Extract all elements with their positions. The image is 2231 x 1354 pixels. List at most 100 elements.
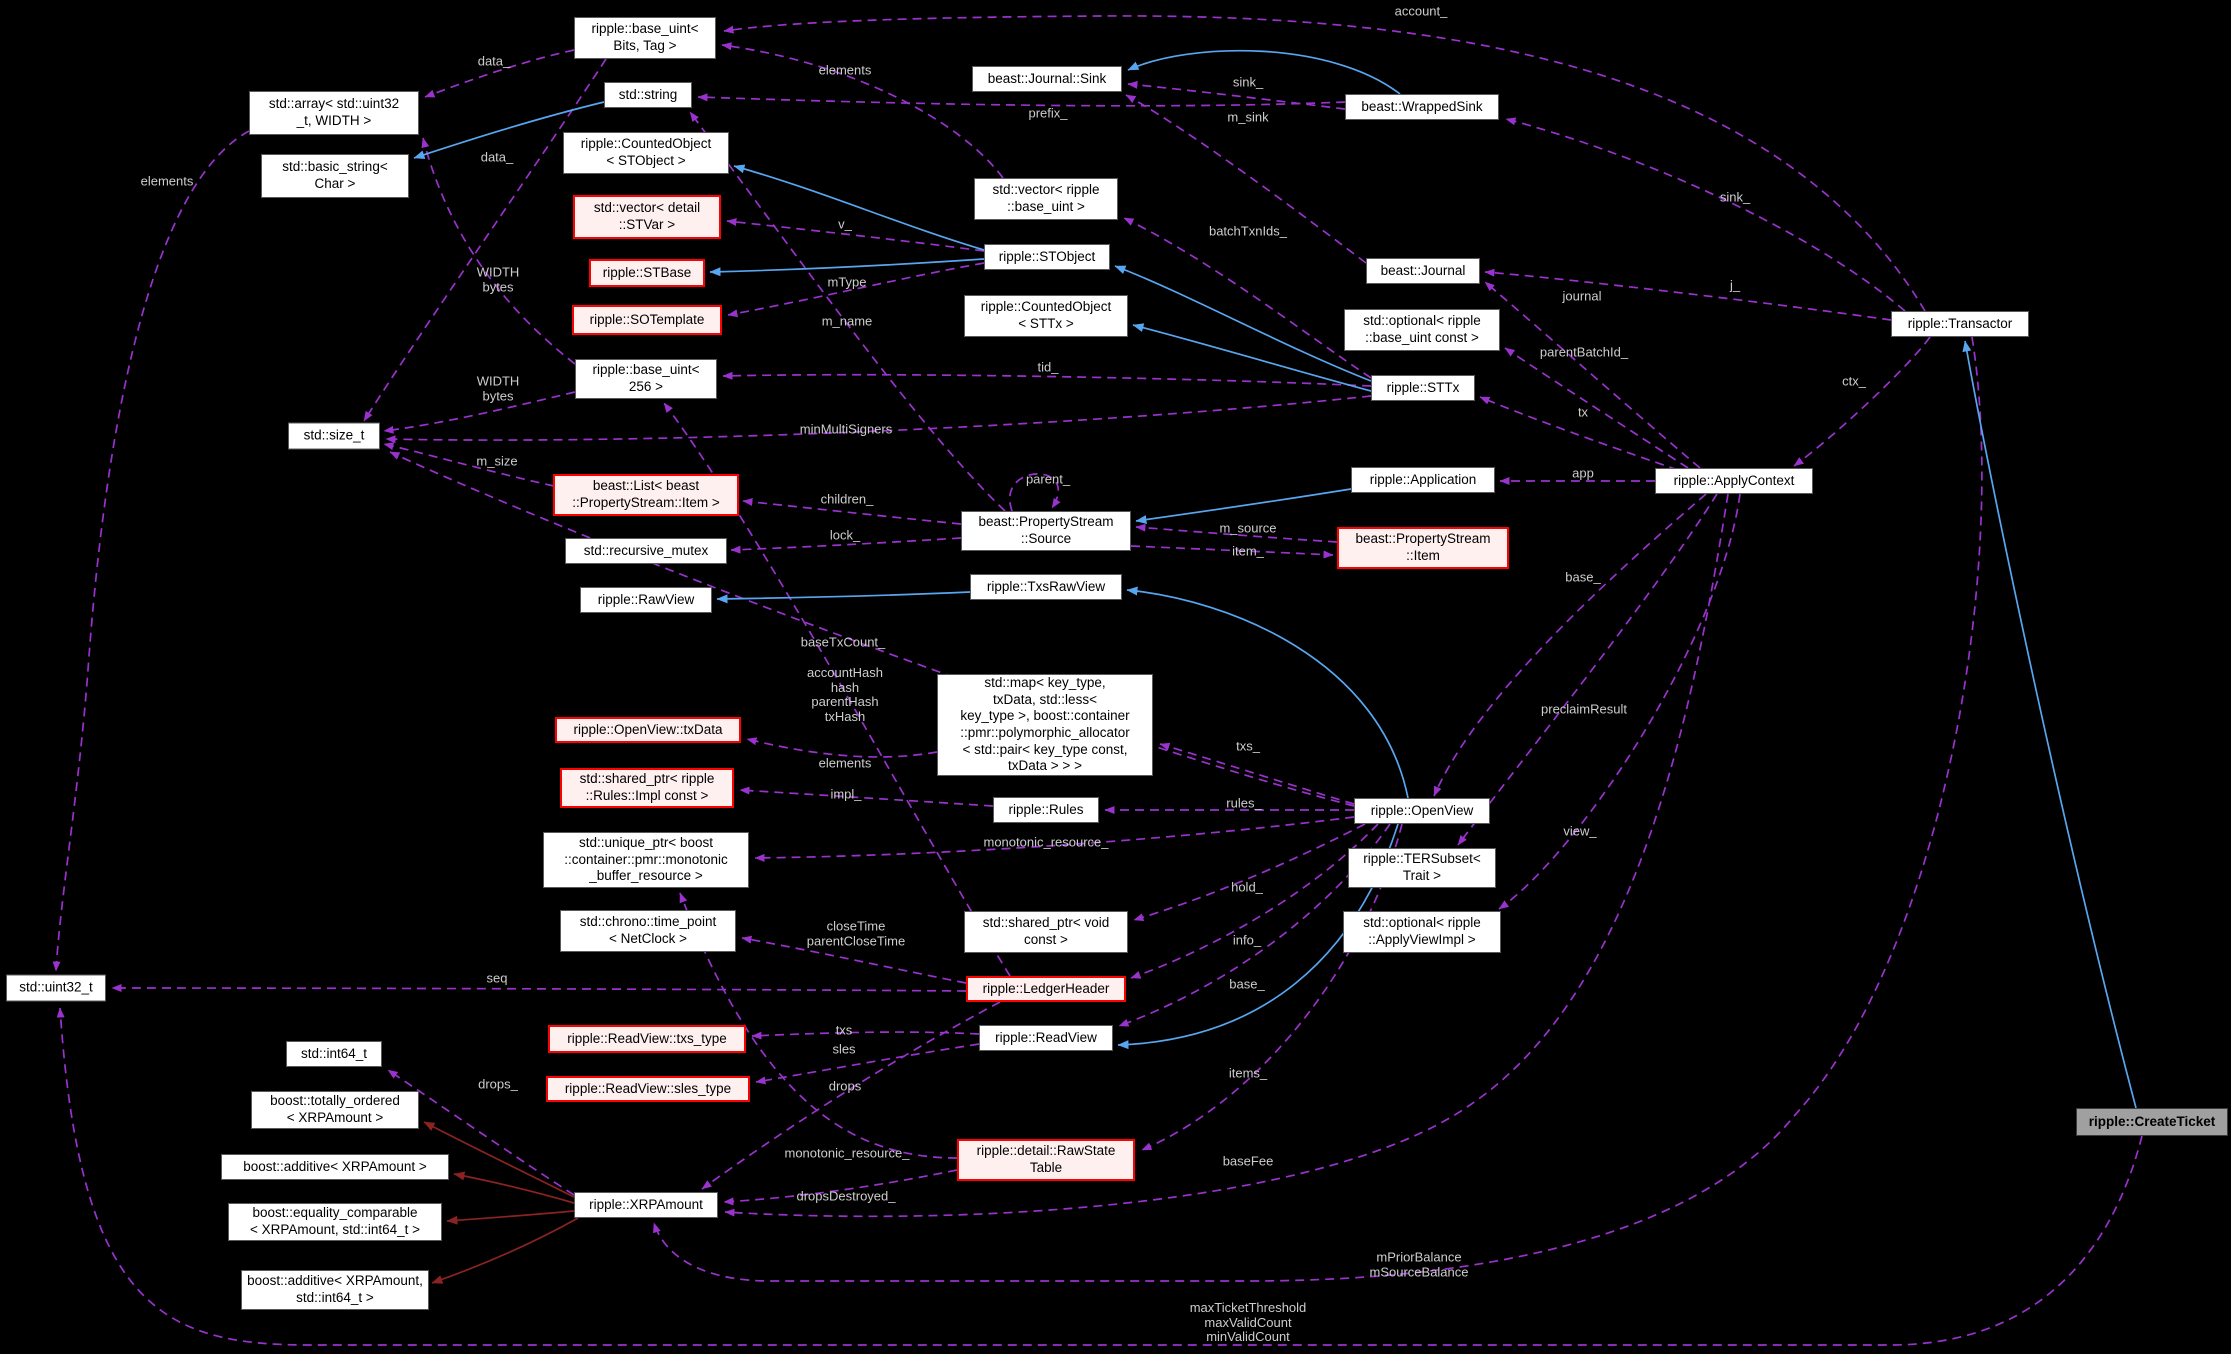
edge-xrpamount-to-totally_ordered-inheritance (423, 1121, 575, 1198)
node-sotemplate[interactable]: ripple::SOTemplate (572, 305, 722, 335)
node-txsrawview[interactable]: ripple::TxsRawView (970, 574, 1122, 600)
node-openview[interactable]: ripple::OpenView (1354, 798, 1490, 824)
node-ledgerheader[interactable]: ripple::LedgerHeader (966, 976, 1126, 1002)
edge-ledgerheader-to-base_uint_256-accountHash (663, 402, 1011, 977)
node-additive_xrp_int64[interactable]: boost::additive< XRPAmount, std::int64_t… (241, 1270, 429, 1310)
edge-applycontext-to-journal-journal (1484, 281, 1701, 469)
node-sp_rules_impl[interactable]: std::shared_ptr< ripple ::Rules::Impl co… (560, 768, 734, 808)
node-rv_txs_type[interactable]: ripple::ReadView::txs_type (548, 1025, 746, 1053)
edge-label-seq: seq (486, 970, 508, 986)
edge-ps_source-to-ps_source-parent (1009, 473, 1061, 512)
edge-label-baseTxCount: baseTxCount_ (800, 634, 886, 650)
node-rules[interactable]: ripple::Rules (993, 797, 1099, 823)
edge-readview-to-rv_sles_type-sles (755, 1043, 980, 1085)
edge-label-hold: hold_ (1231, 879, 1263, 895)
node-int64[interactable]: std::int64_t (286, 1041, 382, 1067)
edge-label-tx: tx (1577, 404, 1589, 420)
node-xrpamount[interactable]: ripple::XRPAmount (574, 1192, 718, 1218)
node-additive_xrp[interactable]: boost::additive< XRPAmount > (221, 1154, 449, 1180)
node-ps_item[interactable]: beast::PropertyStream ::Item (1337, 527, 1509, 569)
edge-openview-to-ledgerheader-info (1130, 823, 1379, 979)
edge-label-data: data_ (477, 53, 511, 69)
node-counted_sttx[interactable]: ripple::CountedObject < STTx > (964, 295, 1128, 337)
node-up_monotonic[interactable]: std::unique_ptr< boost ::container::pmr:… (543, 832, 749, 888)
edge-sttx-to-stobject-inheritance (1114, 265, 1372, 382)
edge-stobject-to-stbase-inheritance (709, 258, 985, 277)
node-base_uint_256[interactable]: ripple::base_uint< 256 > (575, 359, 717, 399)
edge-label-drops: drops (828, 1078, 862, 1094)
edge-applycontext-to-opt_baseuint-parentBatchId (1504, 347, 1689, 469)
edge-label-prefix: prefix_ (1028, 105, 1068, 121)
node-ov_txdata[interactable]: ripple::OpenView::txData (555, 717, 741, 743)
edge-xrpamount-to-int64-drops (387, 1069, 575, 1196)
edge-label-maxTicketThreshold: maxTicketThreshold maxValidCount minVali… (1189, 1300, 1307, 1345)
edge-applycontext-to-openview-base (1433, 493, 1707, 797)
node-rawview[interactable]: ripple::RawView (580, 587, 712, 613)
node-beast_list[interactable]: beast::List< beast ::PropertyStream::Ite… (553, 474, 739, 516)
node-sp_void[interactable]: std::shared_ptr< void const > (964, 911, 1128, 953)
node-uint32[interactable]: std::uint32_t (6, 974, 106, 1002)
edge-readview-to-rv_txs_type-txs (751, 1031, 980, 1040)
node-counted_stobject[interactable]: ripple::CountedObject < STObject > (563, 132, 729, 174)
node-base_uint_bits[interactable]: ripple::base_uint< Bits, Tag > (574, 17, 716, 59)
edge-std_string-to-basic_string-inheritance (413, 101, 605, 160)
edge-ledgerheader-to-uint32-seq (111, 984, 967, 993)
node-readview[interactable]: ripple::ReadView (979, 1025, 1113, 1051)
node-stobject[interactable]: ripple::STObject (984, 244, 1110, 270)
edge-openview-to-size_t-baseTxCount (389, 451, 1355, 807)
edge-applycontext-to-tersubset-preclaimResult (1457, 493, 1718, 846)
node-createticket: ripple::CreateTicket (2076, 1108, 2228, 1136)
node-basic_string[interactable]: std::basic_string< Char > (261, 154, 409, 198)
node-wrappedsink[interactable]: beast::WrappedSink (1345, 94, 1499, 120)
node-journal[interactable]: beast::Journal (1366, 258, 1480, 284)
edge-label-item: item_ (1232, 543, 1264, 559)
edge-journal-to-journal_sink-m_sink (1125, 94, 1367, 264)
node-transactor[interactable]: ripple::Transactor (1891, 311, 2029, 337)
node-opt_baseuint[interactable]: std::optional< ripple ::base_uint const … (1344, 309, 1500, 351)
edge-transactor-to-journal-j (1484, 268, 1892, 321)
edge-label-base: base_ (1565, 569, 1601, 585)
edge-label-elements: elements (818, 755, 872, 771)
node-applycontext[interactable]: ripple::ApplyContext (1655, 468, 1813, 494)
node-std_array[interactable]: std::array< std::uint32 _t, WIDTH > (249, 91, 419, 135)
node-std_map[interactable]: std::map< key_type, txData, std::less< k… (937, 674, 1153, 776)
edge-sttx-to-counted_sttx-inheritance (1132, 323, 1372, 392)
node-rv_sles_type[interactable]: ripple::ReadView::sles_type (546, 1076, 750, 1102)
edge-ps_source-to-recursive_mutex-lock (730, 537, 962, 554)
node-totally_ordered[interactable]: boost::totally_ordered < XRPAmount > (251, 1091, 419, 1129)
node-vector_stvar[interactable]: std::vector< detail ::STVar > (573, 195, 721, 239)
edge-stobject-to-counted_stobject-inheritance (733, 164, 985, 251)
edge-xrpamount-to-equality_comparable-inheritance (446, 1210, 575, 1225)
node-recursive_mutex[interactable]: std::recursive_mutex (565, 538, 727, 564)
node-size_t[interactable]: std::size_t (288, 422, 380, 450)
node-journal_sink[interactable]: beast::Journal::Sink (972, 66, 1122, 92)
edge-label-items: items_ (1228, 1065, 1268, 1081)
node-stbase[interactable]: ripple::STBase (589, 259, 705, 287)
edge-beast_list-to-size_t-m_size (383, 442, 555, 487)
edge-label-parent: parent_ (1025, 471, 1071, 487)
node-sttx[interactable]: ripple::STTx (1371, 375, 1475, 401)
node-std_string[interactable]: std::string (604, 82, 692, 108)
edge-label-accountHash: accountHash hash parentHash txHash (807, 664, 883, 724)
node-equality_comparable[interactable]: boost::equality_comparable < XRPAmount, … (228, 1203, 442, 1241)
edge-transactor-to-base_uint_bits-account (723, 15, 1926, 312)
node-tersubset[interactable]: ripple::TERSubset< Trait > (1348, 848, 1496, 888)
edge-base_uint_256-to-std_array-data (421, 137, 576, 365)
edge-stobject-to-vector_stvar-v (726, 218, 985, 252)
node-opt_applyviewimpl[interactable]: std::optional< ripple ::ApplyViewImpl > (1343, 911, 1501, 953)
edge-label-info: info_ (1232, 932, 1262, 948)
edge-openview-to-readview-base (1118, 823, 1391, 1027)
edge-label-mPriorBalance: mPriorBalance mSourceBalance (1369, 1249, 1469, 1279)
node-vector_baseuint[interactable]: std::vector< ripple ::base_uint > (974, 178, 1118, 220)
edge-vector_baseuint-to-base_uint_bits-elements (721, 42, 1004, 179)
node-timepoint[interactable]: std::chrono::time_point < NetClock > (560, 910, 736, 952)
edge-applycontext-to-opt_applyviewimpl-view (1498, 493, 1741, 910)
node-rawstatetable[interactable]: ripple::detail::RawState Table (957, 1139, 1135, 1181)
edge-label-elements: elements (818, 62, 872, 78)
node-application[interactable]: ripple::Application (1351, 467, 1495, 493)
node-ps_source[interactable]: beast::PropertyStream ::Source (961, 511, 1131, 551)
edge-label-preclaimResult: preclaimResult (1541, 701, 1627, 717)
edge-label-WIDTH: WIDTH bytes (476, 264, 520, 294)
edge-openview-to-txsrawview-inheritance (1126, 586, 1409, 799)
